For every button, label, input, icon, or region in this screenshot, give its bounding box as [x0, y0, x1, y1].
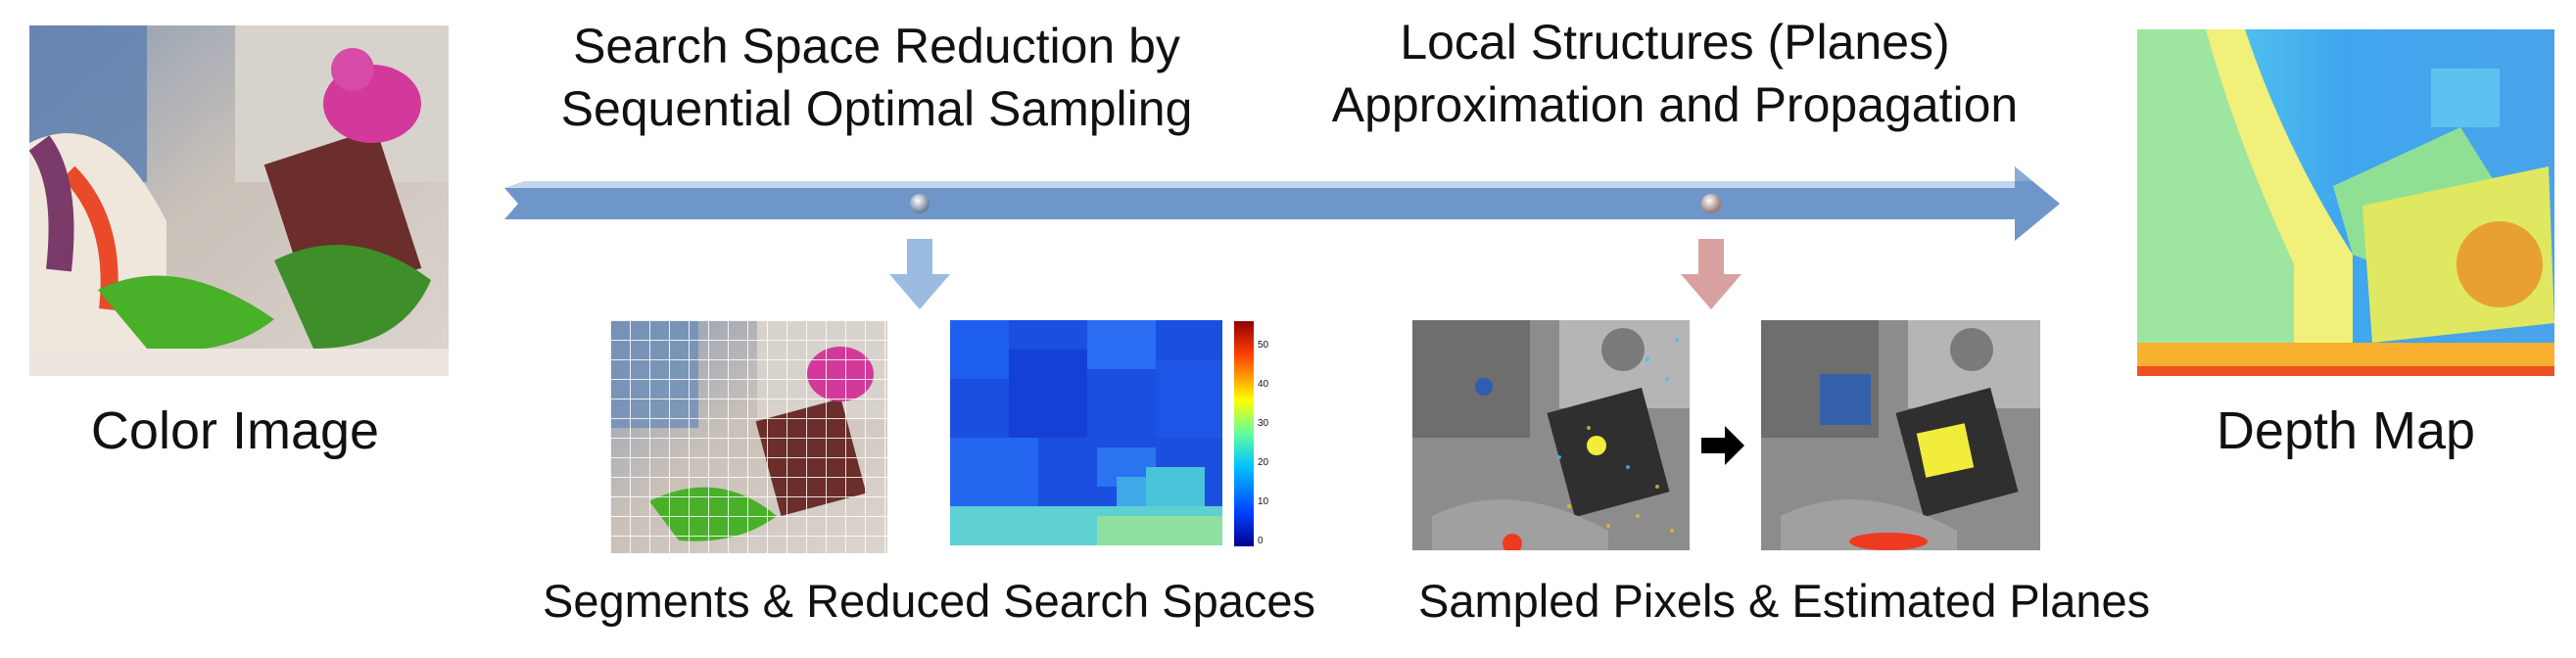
- timeline-node-2: [1701, 194, 1721, 213]
- stage2-title-line1: Local Structures (Planes): [1400, 15, 1950, 70]
- stage1-caption: Segments & Reduced Search Spaces: [543, 575, 1316, 627]
- colorbar-tick: 50: [1258, 340, 1269, 351]
- stage2-title: Local Structures (Planes) Approximation …: [1283, 12, 2067, 136]
- timeline-node-1: [910, 194, 930, 213]
- stage2-title-line2: Approximation and Propagation: [1331, 76, 2019, 132]
- right-arrow-icon: [1701, 426, 1744, 465]
- colorbar-tick: 20: [1258, 457, 1269, 468]
- stage1-down-arrow: [889, 239, 950, 309]
- color-image: [29, 25, 449, 376]
- colorbar-tick: 10: [1258, 496, 1269, 507]
- segments-image: [610, 320, 887, 553]
- estimated-planes-image: [1761, 320, 2040, 550]
- depth-map-image: [2137, 29, 2554, 376]
- colorbar-tick: 0: [1258, 536, 1264, 546]
- colorbar-tick: 30: [1258, 418, 1269, 429]
- color-image-label: Color Image: [90, 401, 380, 460]
- search-space-heatmap: [950, 320, 1222, 545]
- stage1-title-line2: Sequential Optimal Sampling: [560, 80, 1193, 136]
- depth-map-label: Depth Map: [2216, 401, 2476, 460]
- stage2-caption: Sampled Pixels & Estimated Planes: [1418, 575, 2151, 627]
- timeline-arrow-body: [504, 166, 2060, 241]
- stage1-title-line1: Search Space Reduction by: [573, 19, 1180, 73]
- sampled-pixels-image: [1412, 320, 1690, 550]
- colorbar-tick: 40: [1258, 379, 1269, 390]
- stage2-down-arrow: [1681, 239, 1741, 309]
- stage1-title: Search Space Reduction by Sequential Opt…: [490, 16, 1264, 140]
- colorbar-ticks: 50 40 30 20 10 0: [1258, 341, 1281, 548]
- colorbar: [1234, 321, 1254, 546]
